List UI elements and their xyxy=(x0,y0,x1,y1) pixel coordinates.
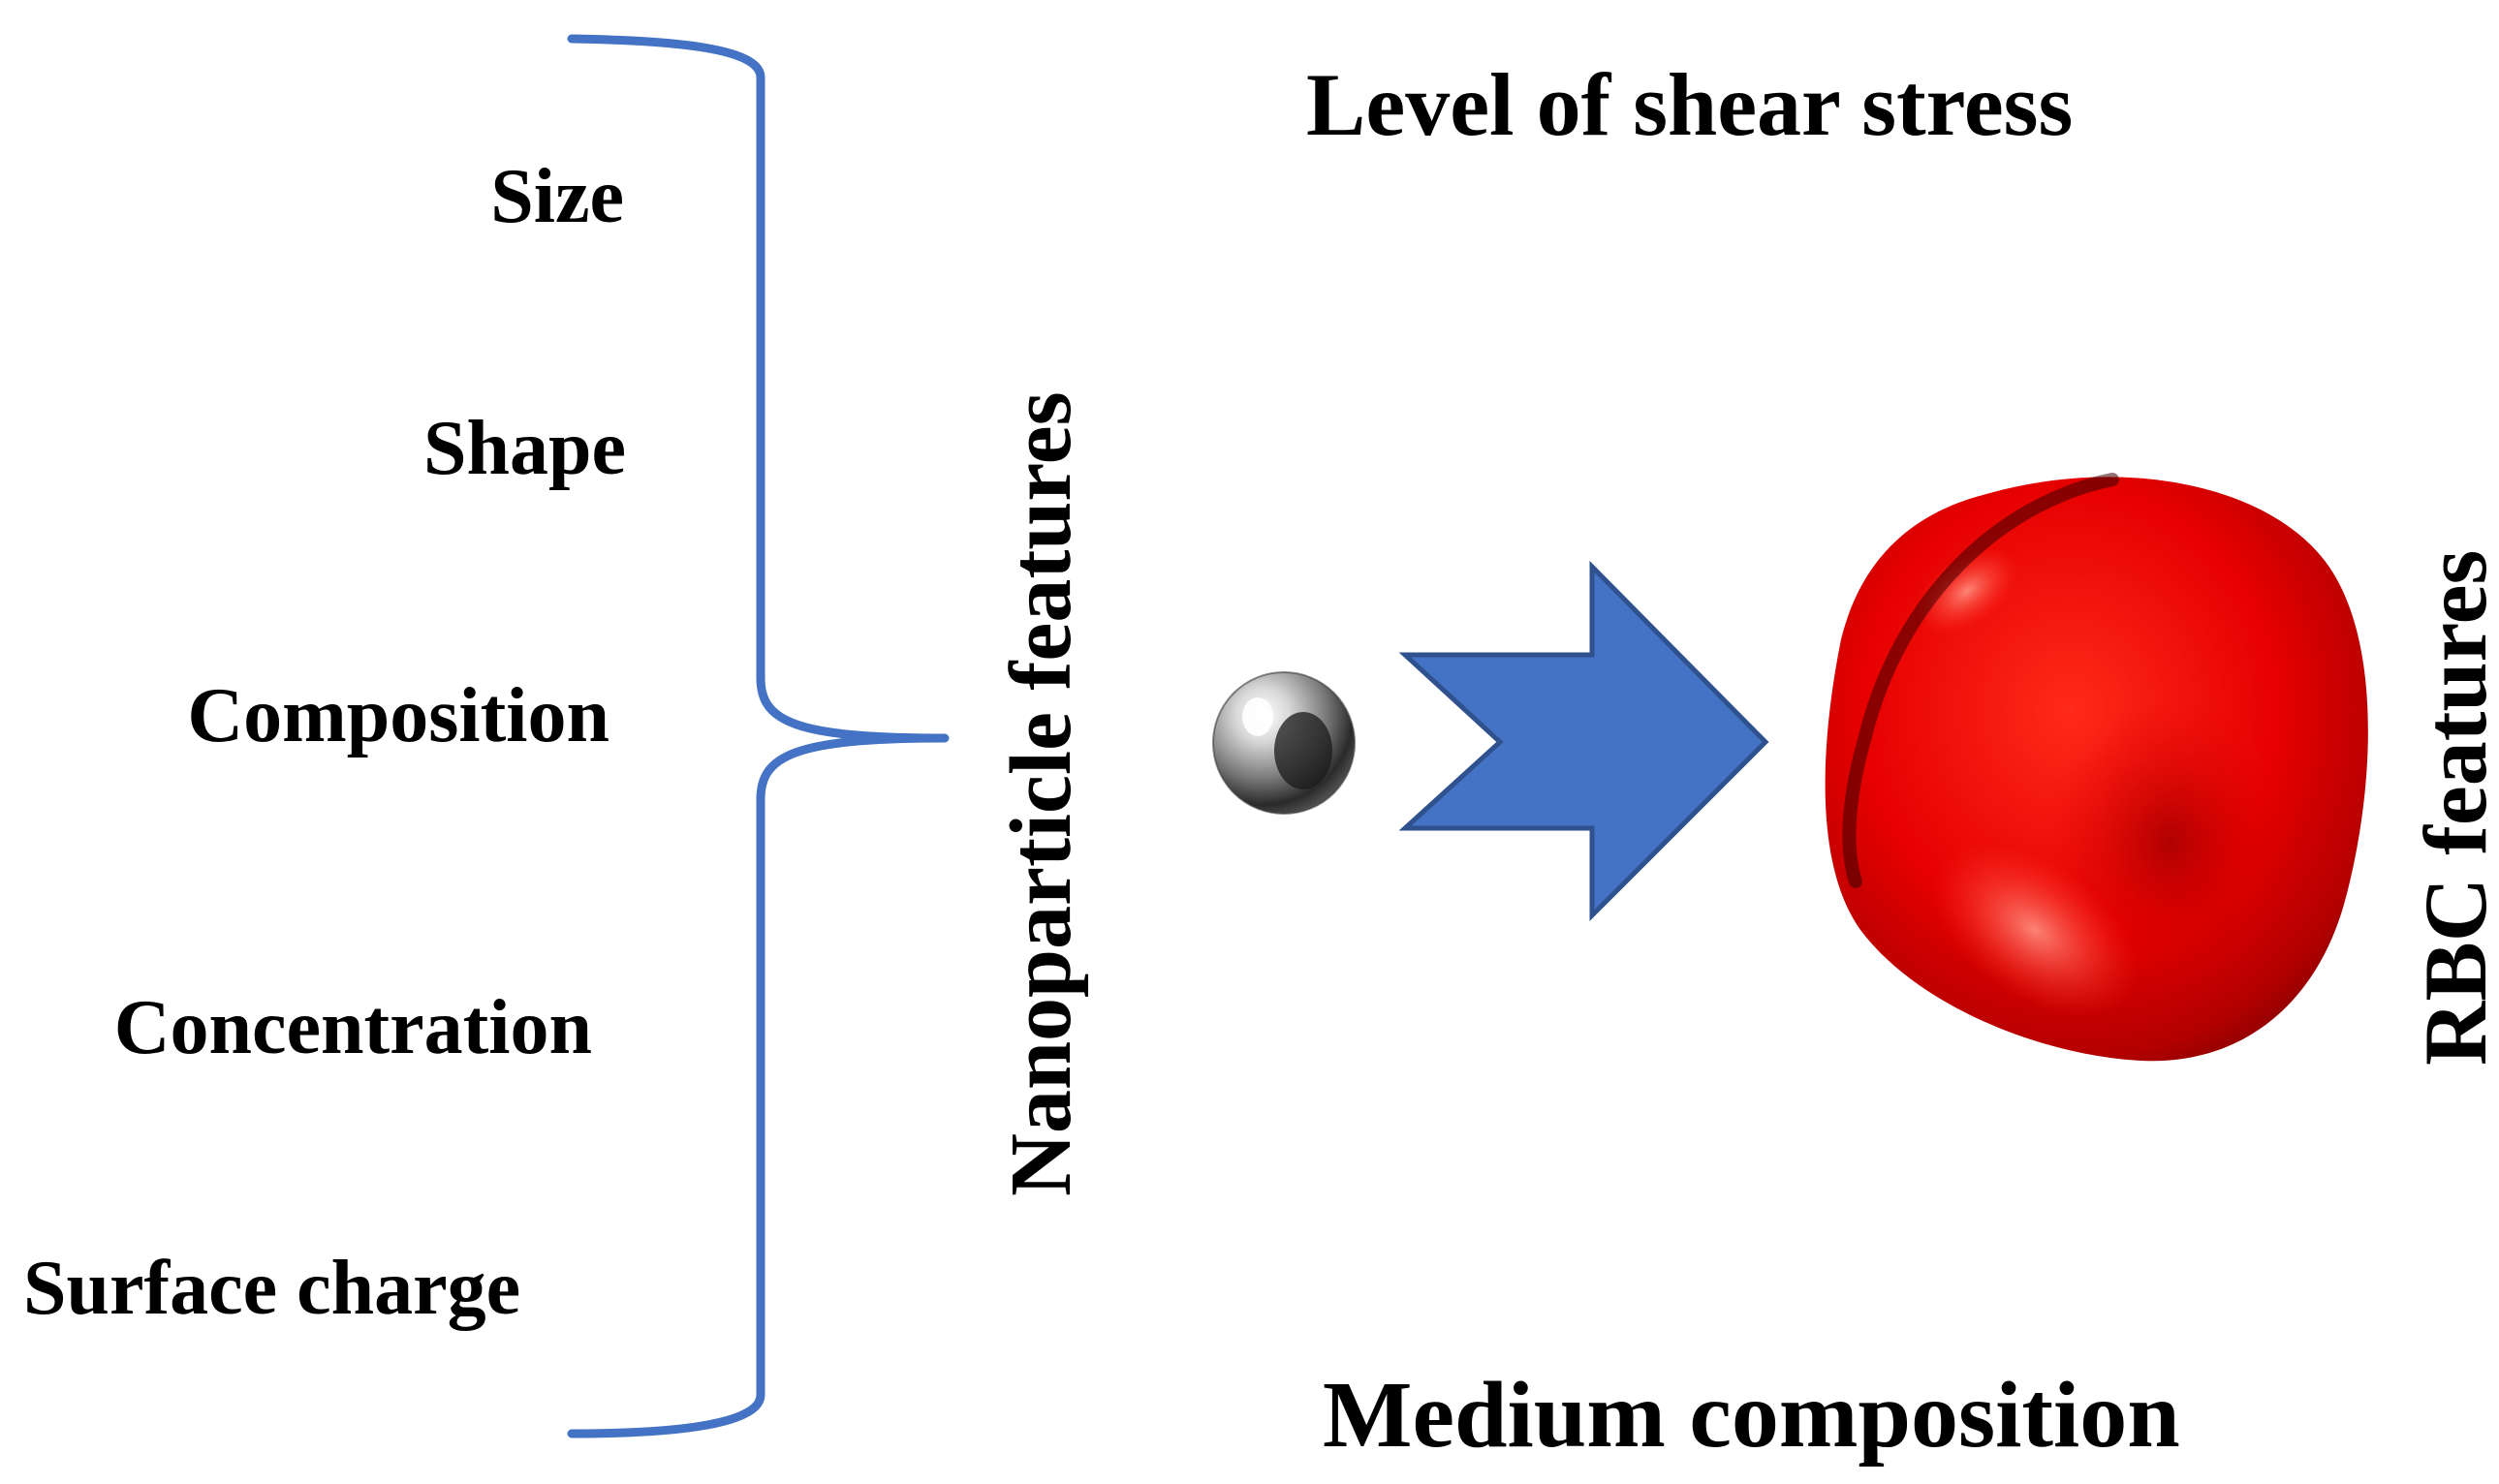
curly-brace xyxy=(567,34,950,1438)
feature-shape: Shape xyxy=(423,406,626,491)
right-arrow-icon xyxy=(1398,560,1769,922)
red-blood-cell-icon xyxy=(1825,473,2368,1062)
metal-sphere-icon xyxy=(1212,671,1356,815)
rbc-features-label: RBC features xyxy=(2406,549,2499,1066)
shear-stress-label: Level of shear stress xyxy=(1306,55,2074,154)
feature-surface-charge: Surface charge xyxy=(23,1246,521,1331)
medium-composition-label: Medium composition xyxy=(1323,1363,2180,1468)
feature-composition: Composition xyxy=(187,673,609,758)
feature-concentration: Concentration xyxy=(113,985,592,1070)
feature-size: Size xyxy=(490,154,624,239)
nanoparticle-features-label: Nanoparticle features xyxy=(993,391,1089,1196)
